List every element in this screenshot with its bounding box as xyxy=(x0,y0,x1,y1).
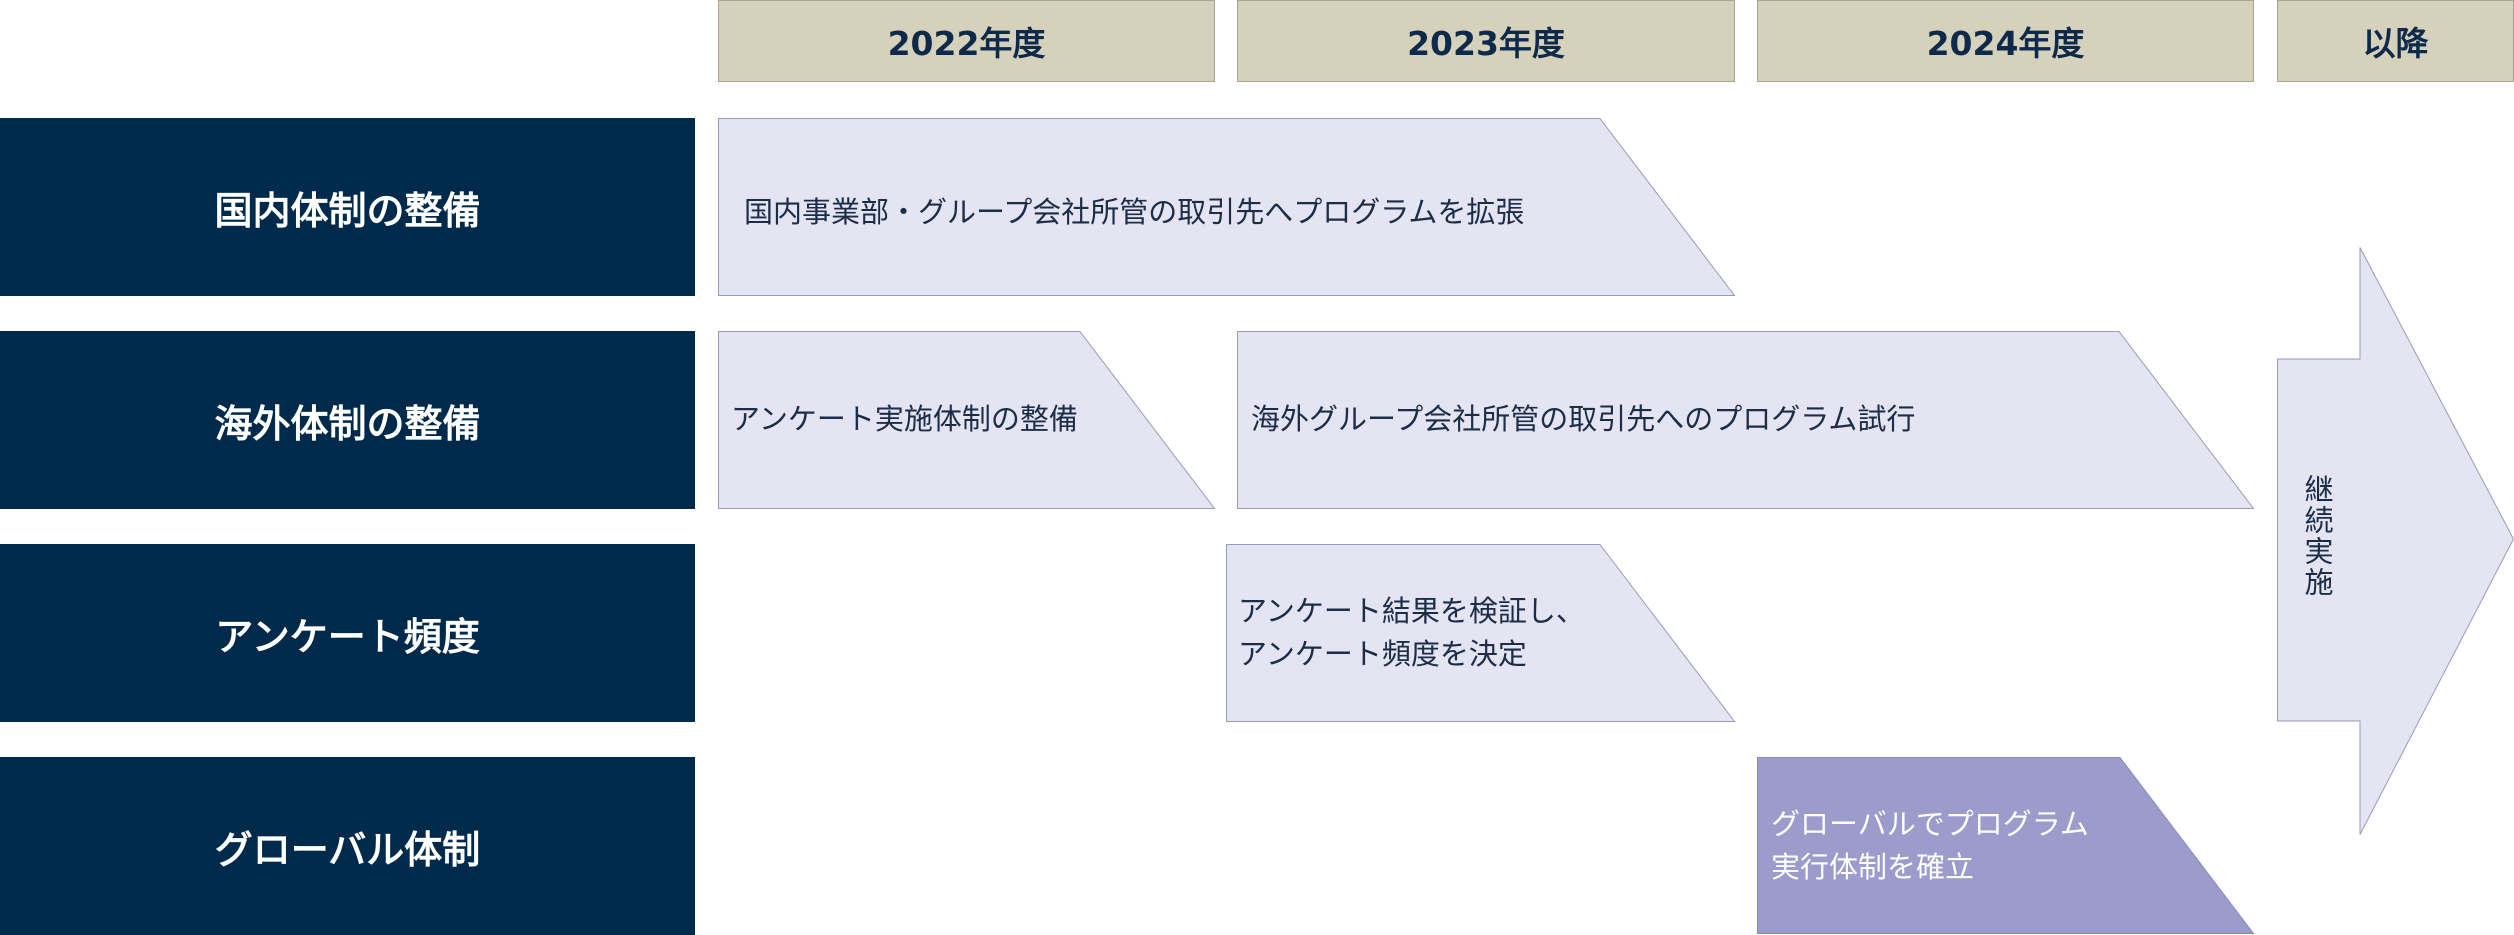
row-label-domestic: 国内体制の整備 xyxy=(0,118,695,296)
continue-arrow xyxy=(2277,247,2514,835)
year-header-2022: 2022年度 xyxy=(718,0,1215,82)
continue-text: 継続実施 xyxy=(2300,474,2334,598)
survey-frequency-text: アンケート結果を検証し、 アンケート頻度を決定 xyxy=(1238,594,1585,671)
domestic-expand-arrow xyxy=(718,118,1736,296)
overseas-trial-arrow xyxy=(1237,331,2255,509)
row-label-global: グローバル体制 xyxy=(0,757,695,935)
year-header-2024: 2024年度 xyxy=(1757,0,2254,82)
global-system-text: グローバルでプログラム 実行体制を確立 xyxy=(1771,807,2089,884)
row-label-survey-frequency: アンケート頻度 xyxy=(0,544,695,722)
year-header-2023: 2023年度 xyxy=(1237,0,1735,82)
row-label-overseas: 海外体制の整備 xyxy=(0,331,695,509)
year-header-later: 以降 xyxy=(2277,0,2514,82)
survey-frequency-arrow xyxy=(1226,544,1736,722)
overseas-trial-text: 海外グループ会社所管の取引先へのプログラム試行 xyxy=(1251,402,1916,436)
survey-setup-arrow xyxy=(718,331,1216,509)
survey-setup-text: アンケート実施体制の整備 xyxy=(731,402,1078,436)
domestic-expand-text: 国内事業部・グループ会社所管の取引先へプログラムを拡張 xyxy=(744,195,1525,229)
